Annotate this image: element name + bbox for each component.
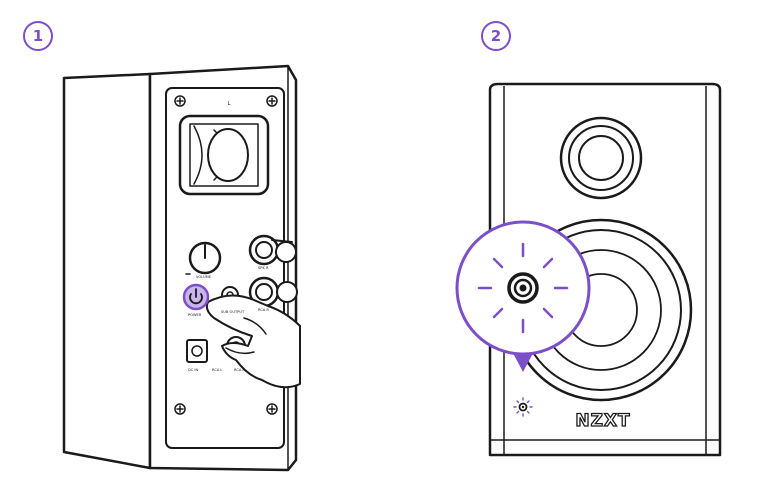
brand-logo: NZXT	[575, 411, 630, 431]
knob-label: VOLUME	[196, 275, 212, 279]
cabinet-side	[62, 72, 152, 470]
led-large-icon	[507, 272, 539, 304]
step-number-1: 1	[23, 21, 53, 51]
sub-output-label: SUB OUTPUT	[221, 310, 245, 314]
power-icon	[189, 288, 203, 305]
dc-in-port	[186, 339, 208, 363]
power-label: POWER	[188, 313, 202, 317]
rca-l-label: RCA L	[212, 368, 222, 372]
jack-top-label: SPK R	[258, 266, 269, 270]
rear-labels: L VOLUME POWER SUB OUTPUT SPK R RCA R DC…	[188, 101, 269, 372]
channel-label: L	[228, 101, 231, 107]
jack-upper	[248, 234, 297, 266]
jack-middle	[248, 276, 298, 308]
tweeter	[559, 116, 643, 200]
led-glow-rays	[477, 242, 569, 334]
hand-illustration	[205, 294, 301, 389]
bass-port	[178, 114, 270, 196]
screw-icon	[174, 95, 278, 415]
rear-speaker	[62, 64, 301, 472]
dc-label: DC IN	[188, 368, 198, 372]
led-icon	[513, 397, 533, 417]
step-number-2: 2	[481, 21, 511, 51]
volume-knob	[185, 241, 222, 275]
power-button	[182, 283, 210, 311]
led-zoom-callout	[455, 220, 591, 372]
rca-r-label: RCA R	[234, 368, 245, 372]
jack-mid-label: RCA R	[258, 308, 269, 312]
